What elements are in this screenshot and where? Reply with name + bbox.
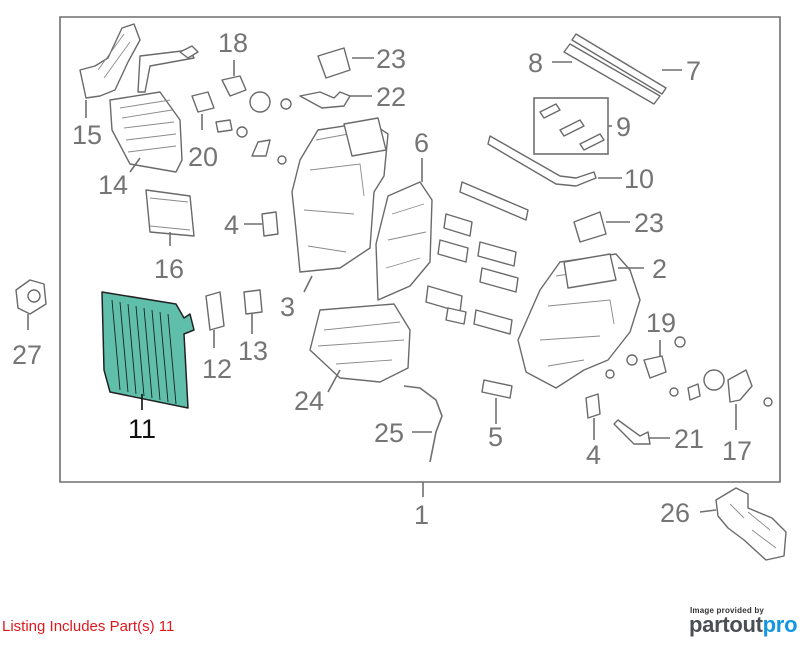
callout-15: 15 [72, 120, 102, 150]
callout-2: 2 [652, 254, 667, 284]
part-4a [261, 211, 279, 237]
callout-20: 20 [188, 142, 218, 172]
callout-23a: 23 [376, 44, 406, 74]
part-flaps [425, 181, 529, 335]
diagram-frame [59, 16, 781, 483]
callout-6: 6 [414, 128, 429, 158]
callout-24: 24 [294, 386, 324, 416]
callout-13: 13 [238, 336, 268, 366]
callout-12: 12 [202, 354, 232, 384]
part-16 [145, 189, 195, 237]
part-4b [585, 393, 601, 419]
callout-4b: 4 [586, 440, 601, 470]
callout-18: 18 [218, 28, 248, 58]
part-27 [15, 279, 47, 315]
part-21 [613, 419, 651, 445]
leader-14 [129, 157, 141, 173]
leader-26 [699, 509, 717, 513]
part-2 [517, 253, 641, 389]
part-22-23 [299, 47, 351, 109]
part-24 [309, 303, 411, 383]
leader-3 [303, 275, 313, 293]
callout-11: 11 [128, 414, 156, 444]
part-3 [291, 117, 389, 273]
part-26 [715, 487, 787, 561]
callout-21: 21 [674, 424, 704, 454]
callout-22: 22 [376, 82, 406, 112]
callout-9: 9 [616, 112, 631, 142]
callout-25: 25 [374, 418, 404, 448]
part-23b [573, 211, 607, 243]
part-25 [403, 385, 443, 463]
leader-24 [327, 369, 341, 393]
callout-5: 5 [488, 422, 503, 452]
listing-note: Listing Includes Part(s) 11 [2, 618, 175, 635]
callout-27: 27 [12, 340, 42, 370]
part-14-15 [79, 23, 199, 173]
callout-4a: 4 [224, 210, 239, 240]
callout-14: 14 [98, 170, 128, 200]
part-7-8-10 [487, 33, 667, 187]
part-11-evaporator [101, 291, 195, 409]
callout-17: 17 [722, 436, 752, 466]
callout-19: 19 [646, 308, 676, 338]
part-13 [243, 289, 263, 315]
part-5 [481, 379, 513, 399]
brand-logo-part-b: pro [762, 612, 798, 637]
callout-16: 16 [154, 254, 184, 284]
part-12 [205, 291, 225, 331]
callout-3: 3 [280, 292, 295, 322]
brand-logo: partoutpro [689, 612, 798, 638]
brand-logo-part-a: partout [689, 612, 763, 637]
image-credit: Image provided by [690, 606, 765, 615]
part-17-19 [605, 336, 773, 407]
callout-23b: 23 [634, 208, 664, 238]
part-6 [375, 181, 433, 301]
part-9-box [533, 97, 609, 155]
part-18-20 [191, 75, 292, 165]
callout-10: 10 [624, 164, 654, 194]
callout-1: 1 [414, 500, 429, 530]
callout-8: 8 [528, 48, 543, 78]
callout-26: 26 [660, 498, 690, 528]
callout-7: 7 [686, 56, 701, 86]
